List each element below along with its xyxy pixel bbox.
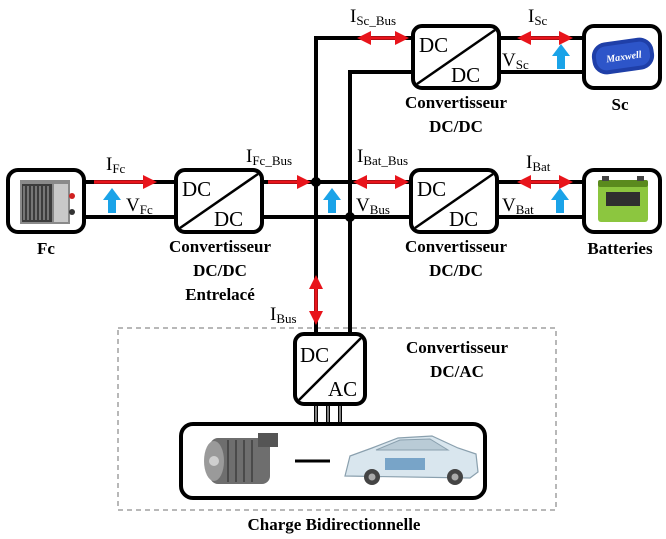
converter-bat-top: DC (417, 177, 446, 201)
caption-bat-conv-l1: Convertisseur (405, 237, 507, 256)
load-box (179, 422, 487, 500)
converter-fc-top: DC (182, 177, 211, 201)
caption-fc-conv-l2: DC/DC (193, 261, 247, 280)
converter-sc-box: DC DC (411, 24, 501, 90)
wire-outline-triple (315, 406, 341, 422)
caption-fc-conv-l3: Entrelacé (185, 285, 255, 304)
caption-load: Charge Bidirectionnelle (248, 515, 421, 534)
caption-ac-conv-l1: Convertisseur (406, 338, 508, 357)
label-v-sc: VSc (502, 50, 529, 72)
converter-sc-top: DC (419, 33, 448, 57)
label-i-bat-bus: IBat_Bus (357, 146, 408, 168)
label-i-fc: IFc (106, 154, 126, 176)
battery-image (582, 168, 662, 234)
arrow-v-sc (552, 44, 570, 69)
caption-fc-conv-l1: Convertisseur (169, 237, 271, 256)
converter-bat-bottom: DC (449, 207, 478, 231)
sc-brand-label: Maxwell (605, 49, 643, 65)
electric-car-image (344, 435, 479, 485)
converter-fc-box: DC DC (174, 168, 264, 234)
caption-batteries: Batteries (587, 239, 653, 258)
electric-motor-image (204, 433, 278, 484)
junction-dot-bottom (345, 212, 355, 222)
arrow-v-fc (103, 188, 121, 213)
supercapacitor-image: Maxwell (582, 24, 662, 90)
arrow-v-bat (551, 188, 569, 213)
converter-ac-box: DC AC (293, 332, 367, 406)
label-i-fc-bus: IFc_Bus (246, 146, 292, 168)
caption-sc-conv-l2: DC/DC (429, 117, 483, 136)
caption-sc-source: Sc (612, 95, 629, 114)
caption-bat-conv-l2: DC/DC (429, 261, 483, 280)
label-i-sc-bus: ISc_Bus (350, 6, 396, 28)
converter-sc-bottom: DC (451, 63, 480, 87)
converter-ac-top: DC (300, 343, 329, 367)
arrow-v-bus (323, 188, 341, 213)
caption-sc-conv-l1: Convertisseur (405, 93, 507, 112)
label-i-sc: ISc (528, 6, 548, 28)
load-dashed-region (117, 327, 557, 511)
junction-dot-top (311, 177, 321, 187)
label-i-bus: IBus (270, 304, 297, 326)
converter-fc-bottom: DC (214, 207, 243, 231)
converter-bat-box: DC DC (409, 168, 499, 234)
label-v-bus: VBus (356, 195, 390, 217)
label-v-bat: VBat (502, 195, 534, 217)
label-v-fc: VFc (126, 195, 153, 217)
fuel-cell-image (6, 168, 86, 234)
caption-fc-source: Fc (37, 239, 55, 258)
caption-ac-conv-l2: DC/AC (430, 362, 484, 381)
converter-ac-bottom: AC (328, 377, 357, 401)
label-i-bat: IBat (526, 152, 551, 174)
